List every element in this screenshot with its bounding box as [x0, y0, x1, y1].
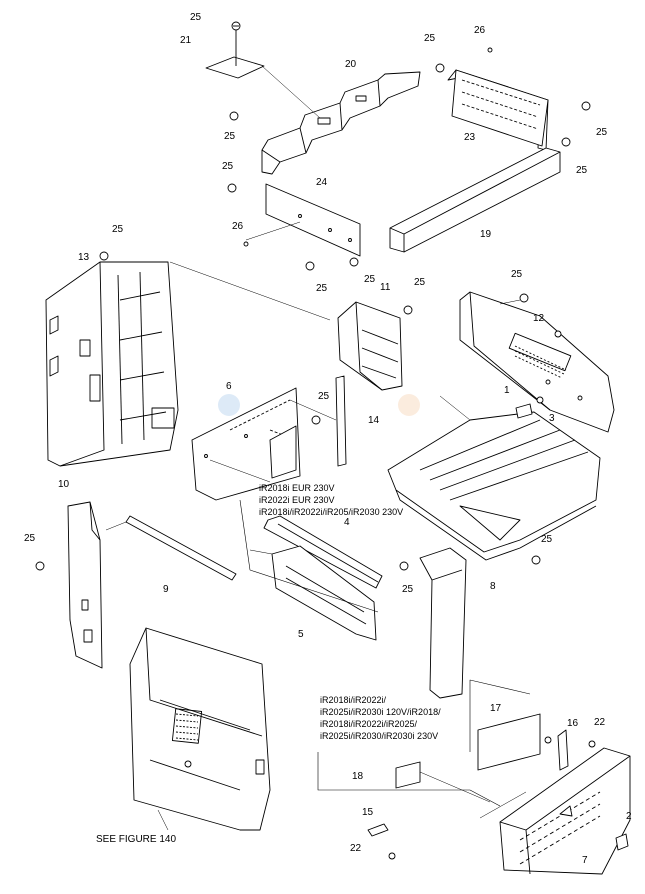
- label-21: 21: [180, 35, 192, 46]
- part-1-clip: [515, 403, 533, 419]
- label-15: 15: [362, 807, 374, 818]
- label-25-o: 25: [402, 584, 414, 595]
- label-1: 1: [504, 385, 510, 396]
- model-note-lower-line-2: iR2025i/iR2030i 120V/iR2018/: [320, 707, 441, 717]
- label-25-a: 25: [190, 12, 202, 23]
- label-25-e: 25: [222, 161, 234, 172]
- label-25-g: 25: [112, 224, 124, 235]
- label-24: 24: [316, 177, 328, 188]
- label-18: 18: [352, 771, 364, 782]
- label-25-h: 25: [364, 274, 376, 285]
- label-17: 17: [490, 703, 502, 714]
- label-16: 16: [567, 718, 579, 729]
- part-23-grille-plate: [447, 69, 549, 151]
- part-5-guide: [249, 545, 377, 641]
- label-5: 5: [298, 629, 304, 640]
- part-14-bar: [289, 375, 347, 467]
- label-25-f: 25: [576, 165, 588, 176]
- part-2-small: [615, 833, 629, 851]
- label-22-b: 22: [350, 843, 362, 854]
- watermark-dot-blue: [218, 394, 240, 416]
- see-figure-reference: SEE FIGURE 140: [96, 834, 177, 845]
- part-4-rail: [263, 515, 383, 589]
- part-15-clip: [367, 823, 389, 837]
- label-7: 7: [582, 855, 588, 866]
- part-6-inner-bracket: [191, 387, 301, 501]
- label-19: 19: [480, 229, 492, 240]
- label-25-k: 25: [414, 277, 426, 288]
- model-note-upper-line-1: iR2018i EUR 230V: [259, 483, 335, 493]
- label-4: 4: [344, 517, 350, 528]
- label-6: 6: [226, 381, 232, 392]
- part-17-plate: [477, 713, 541, 771]
- label-25-j: 25: [316, 283, 328, 294]
- model-note-upper-line-2: iR2022i EUR 230V: [259, 495, 335, 505]
- part-19-rail: [389, 147, 561, 253]
- label-25-c: 25: [224, 131, 236, 142]
- model-note-lower-frame: [317, 679, 531, 807]
- part-12-right-frame: [459, 291, 615, 433]
- label-13: 13: [78, 252, 90, 263]
- model-note-lower-line-1: iR2018i/iR2022i/: [320, 695, 387, 705]
- part-9-rod: [105, 515, 237, 581]
- model-note-upper: iR2018i EUR 230V iR2022i EUR 230V iR2018…: [259, 482, 403, 518]
- model-note-lower: iR2018i/iR2022i/ iR2025i/iR2030i 120V/iR…: [320, 694, 441, 742]
- label-12: 12: [533, 313, 545, 324]
- label-25-m: 25: [24, 533, 36, 544]
- label-23: 23: [464, 132, 476, 143]
- part-24-plate: [245, 183, 361, 257]
- label-25-b: 25: [424, 33, 436, 44]
- label-2: 2: [626, 811, 632, 822]
- part-7-bottom-tray: [479, 747, 631, 875]
- model-note-upper-frame: [239, 499, 379, 613]
- label-22-a: 22: [594, 717, 606, 728]
- label-26-b: 26: [232, 221, 244, 232]
- part-8-post: [419, 547, 467, 699]
- watermark-dot-orange: [398, 394, 420, 416]
- part-18-plate: [395, 761, 491, 803]
- screw-25-top: [35, 21, 596, 860]
- label-10: 10: [58, 479, 70, 490]
- label-11: 11: [380, 282, 391, 293]
- part-11-side-bracket: [337, 301, 403, 391]
- model-note-lower-line-4: iR2025i/iR2030/iR2030i 230V: [320, 731, 439, 741]
- part-20-rear-bracket: [261, 65, 421, 175]
- label-20: 20: [345, 59, 357, 70]
- label-25-d: 25: [596, 127, 608, 138]
- label-25-n: 25: [541, 534, 553, 545]
- label-3: 3: [549, 413, 555, 424]
- label-14: 14: [368, 415, 380, 426]
- model-note-lower-line-3: iR2018i/iR2022i/iR2025/: [320, 719, 418, 729]
- label-26-a: 26: [474, 25, 486, 36]
- label-25-l: 25: [318, 391, 330, 402]
- part-10-left-panel: [67, 501, 103, 669]
- part-16-bracket: [557, 729, 569, 771]
- label-8: 8: [490, 581, 496, 592]
- label-9: 9: [163, 584, 169, 595]
- front-cover-assembly: [129, 627, 271, 831]
- part-3-output-tray: [387, 395, 601, 561]
- part-21-bracket: [205, 30, 265, 79]
- part-13-left-cover: [45, 261, 331, 467]
- model-note-upper-line-3: iR2018i/iR2022i/iR205/iR2030 230V: [259, 507, 404, 517]
- label-25-i: 25: [511, 269, 523, 280]
